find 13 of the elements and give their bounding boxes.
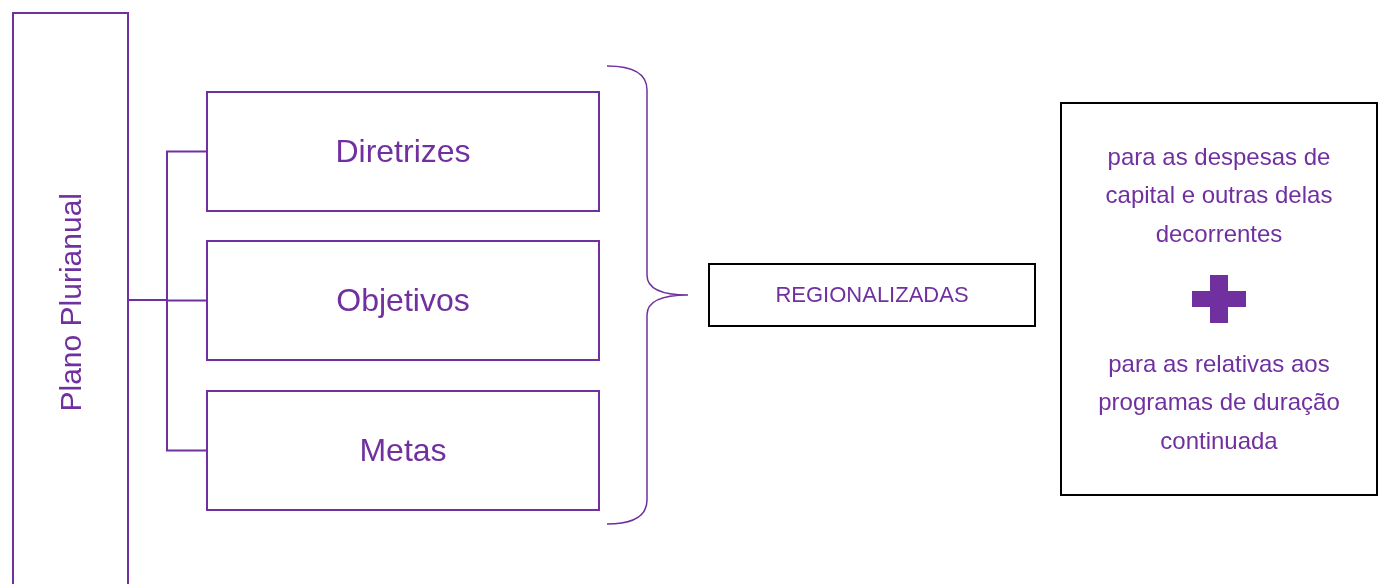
- plan-box: [12, 12, 129, 584]
- node-label: REGIONALIZADAS: [775, 281, 969, 310]
- process-box: [206, 390, 600, 511]
- note-box: [1060, 102, 1378, 496]
- result-box: [708, 263, 1036, 327]
- node-label: Metas: [359, 430, 447, 470]
- node-label: Diretrizes: [335, 131, 471, 171]
- node-label: para as relativas aos programas de duração continuada: [1097, 349, 1341, 456]
- process-box: [206, 240, 600, 361]
- node-label: para as despesas de capital e outras delas decorrentes: [1104, 141, 1334, 249]
- node-label: Plano Plurianual: [52, 192, 88, 412]
- node-label: Objetivos: [336, 280, 470, 320]
- process-box: [206, 91, 600, 212]
